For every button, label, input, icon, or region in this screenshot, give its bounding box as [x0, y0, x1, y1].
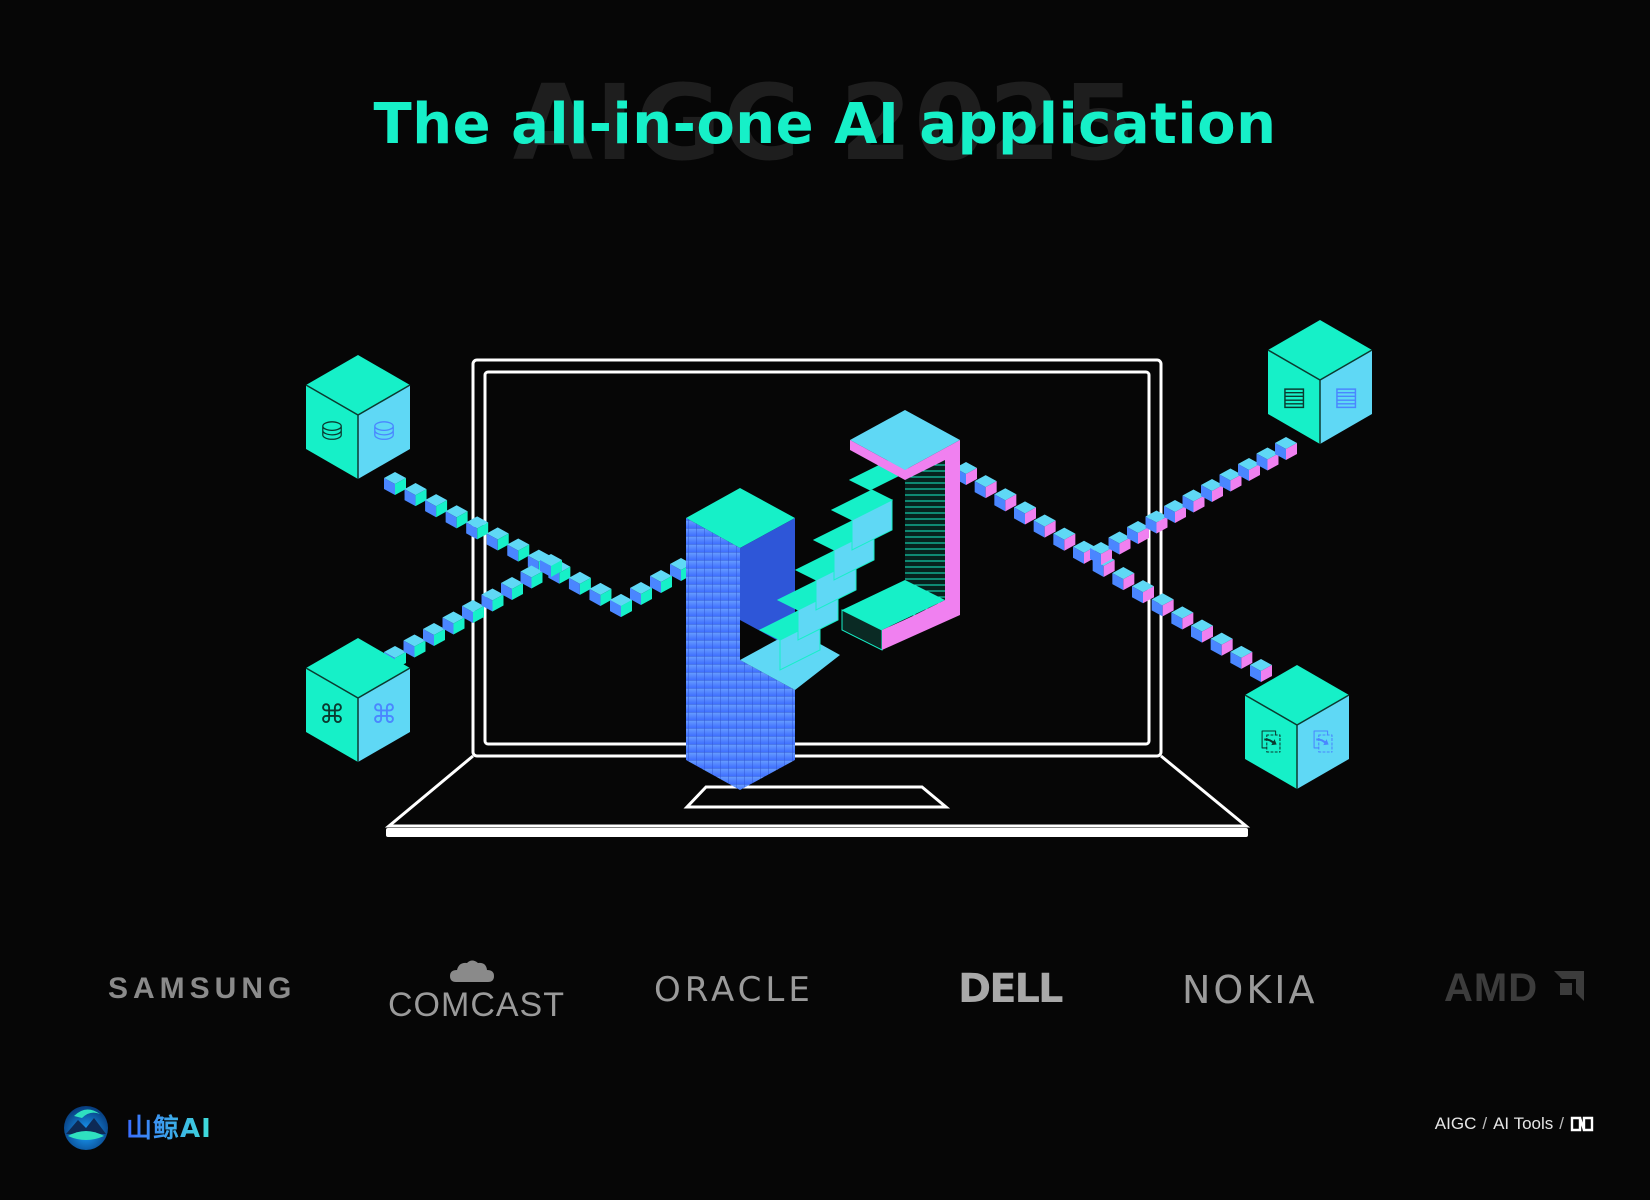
command-icon: ⌘⌘	[305, 638, 411, 762]
center-logo	[686, 410, 960, 790]
connector-cube	[1127, 520, 1149, 545]
logo-right-bottom-side	[882, 595, 960, 650]
svg-text:⛁: ⛁	[321, 417, 343, 447]
cloud-icon	[450, 960, 494, 982]
svg-text:⛁: ⛁	[373, 417, 395, 447]
connector-cube	[1210, 632, 1233, 656]
breadcrumb-separator: /	[1482, 1114, 1488, 1133]
connector-cube	[1238, 457, 1260, 482]
connector-cube	[384, 471, 406, 496]
connector-cube	[1191, 619, 1213, 643]
connector-cube	[1230, 645, 1253, 669]
connector-cube	[1090, 541, 1112, 566]
amd-wordmark: AMD	[1444, 966, 1539, 1010]
connector-cube	[974, 475, 997, 499]
brand-name: 山鲸AI	[126, 1108, 212, 1145]
connector-cube	[650, 569, 672, 594]
connector-cube	[423, 622, 445, 647]
connector-cube	[1219, 468, 1242, 492]
connector-cube	[1164, 499, 1186, 524]
connector-cube	[1171, 606, 1194, 630]
svg-text:⌘: ⌘	[319, 700, 345, 730]
connector-cube	[1182, 489, 1205, 513]
logo-left-side	[740, 518, 795, 650]
logo-stairs	[758, 459, 912, 671]
watermark-text: AIGC 2025	[512, 62, 1138, 184]
connector-cube	[1256, 447, 1279, 471]
logo-right-bottom-top	[842, 580, 945, 630]
laptop-bezel	[471, 358, 1163, 758]
svg-text:▤: ▤	[1282, 382, 1307, 412]
connector-cube	[1250, 658, 1272, 683]
connector-cube	[442, 611, 465, 635]
laptop-illustration: ⛁⛁▤▤⌘⌘⎘⎘	[305, 320, 1373, 837]
logo-left-top	[686, 488, 795, 548]
page-title: The all-in-one AI application	[373, 92, 1277, 157]
connector-cube	[462, 599, 484, 624]
connector-cube	[466, 516, 489, 540]
amd-logo: AMD	[1444, 966, 1586, 1011]
connector-cube	[610, 593, 632, 618]
svg-text:⎘: ⎘	[1261, 727, 1282, 757]
comcast-wordmark: COMCAST	[388, 986, 565, 1024]
connector-cube	[1108, 531, 1131, 555]
svg-text:▤: ▤	[1334, 382, 1359, 412]
connector-cube	[1201, 478, 1223, 503]
connector-cube	[507, 538, 530, 562]
amd-arrow-icon	[1554, 971, 1585, 1001]
connector-cubes	[384, 436, 1297, 683]
laptop-screen	[483, 370, 1151, 746]
logo-left-face	[686, 518, 795, 790]
connector-cube	[1112, 567, 1135, 591]
connector-cube	[568, 571, 591, 595]
brand-mark-icon	[1570, 1116, 1594, 1132]
connector-cube	[1145, 510, 1168, 534]
laptop-trackpad	[683, 785, 951, 809]
breadcrumb: AIGC / AI Tools /	[1435, 1114, 1594, 1134]
connector-cube	[403, 634, 426, 658]
logo-right-hatch	[905, 460, 945, 620]
whale-mountain-icon	[64, 1106, 108, 1150]
svg-text:⌘: ⌘	[371, 700, 397, 730]
connector-cube	[1033, 514, 1056, 538]
partner-logos: SAMSUNG COMCAST ORACLE DELL NOKIA AMD	[80, 950, 1620, 1030]
connector-cube	[481, 588, 504, 612]
connector-cube	[1275, 436, 1297, 461]
connector-cube	[994, 488, 1017, 512]
breadcrumb-item-ai-tools[interactable]: AI Tools	[1493, 1114, 1554, 1133]
breadcrumb-item-aigc[interactable]: AIGC	[1434, 1114, 1477, 1133]
connector-cube	[1132, 580, 1154, 604]
connector-cube	[540, 553, 562, 578]
laptop-outline	[384, 358, 1251, 837]
connector-cube	[501, 576, 523, 601]
connector-cube	[1014, 501, 1036, 525]
connector-cube	[1053, 527, 1076, 551]
connector-cube	[1151, 593, 1174, 617]
connector-cube	[520, 565, 543, 589]
oracle-logo: ORACLE	[654, 970, 814, 1010]
connector-cube	[630, 581, 652, 606]
logo-right-front	[850, 440, 905, 480]
connector-cube	[425, 494, 448, 518]
connector-cube	[486, 527, 509, 551]
comcast-logo: COMCAST	[388, 958, 565, 1025]
folder-icon: ▤▤	[1267, 320, 1373, 444]
circuit-icon: ⎘⎘	[1244, 665, 1350, 789]
laptop-deck	[384, 754, 1251, 828]
connector-cube	[404, 483, 427, 507]
samsung-logo: SAMSUNG	[108, 972, 297, 1005]
laptop-base	[386, 828, 1248, 837]
database-icon: ⛁⛁	[305, 355, 411, 479]
connector-cube	[589, 582, 612, 606]
breadcrumb-separator: /	[1559, 1114, 1564, 1133]
connector-cube	[445, 505, 468, 529]
svg-text:⎘: ⎘	[1313, 727, 1334, 757]
nokia-logo: NOKIA	[1182, 968, 1318, 1012]
brand-logo[interactable]: 山鲸AI	[60, 1096, 212, 1156]
dell-logo: DELL	[958, 966, 1064, 1012]
